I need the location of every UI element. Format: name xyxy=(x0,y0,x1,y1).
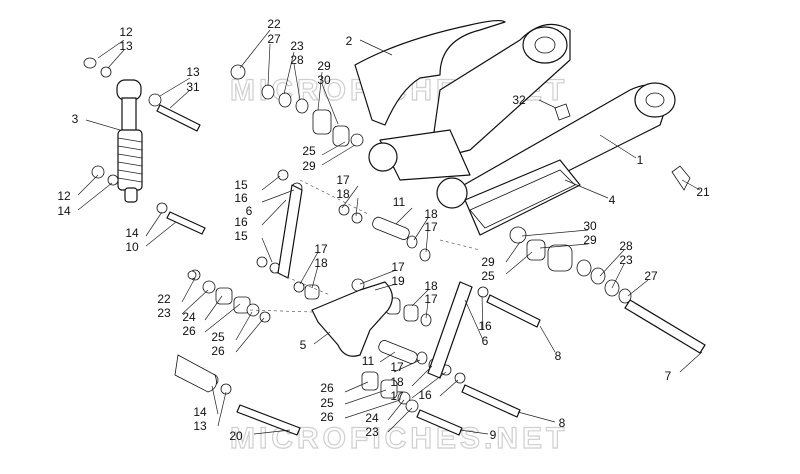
part-callout-13: 13 xyxy=(193,419,207,433)
rocker-pin-ghost xyxy=(174,354,217,393)
part-callout-16: 16 xyxy=(234,191,248,205)
part-callout-17: 17 xyxy=(390,360,404,374)
linkage-rods xyxy=(277,184,473,379)
part-callout-7: 7 xyxy=(665,369,672,383)
part-callout-18: 18 xyxy=(424,207,438,221)
part-callout-12: 12 xyxy=(57,189,71,203)
part-callout-14: 14 xyxy=(125,226,139,240)
part-callout-6: 6 xyxy=(482,334,489,348)
part-callout-25: 25 xyxy=(320,396,334,410)
part-callout-25: 25 xyxy=(211,330,225,344)
part-callout-26: 26 xyxy=(211,344,225,358)
part-callout-17: 17 xyxy=(391,260,405,274)
part-callout-10: 10 xyxy=(125,240,139,254)
part-callout-14: 14 xyxy=(57,204,71,218)
part-callout-29: 29 xyxy=(481,255,495,269)
part-callout-23: 23 xyxy=(619,253,633,267)
part-callout-23: 23 xyxy=(290,39,304,53)
part-callout-12: 12 xyxy=(119,25,133,39)
swing-arm xyxy=(368,23,676,236)
part-callout-8: 8 xyxy=(559,416,566,430)
chain-guard xyxy=(354,19,506,126)
part-callout-17: 17 xyxy=(424,220,438,234)
part-callout-23: 23 xyxy=(157,306,171,320)
part-callout-26: 26 xyxy=(320,410,334,424)
part-callout-2: 2 xyxy=(346,34,353,48)
part-callout-11: 11 xyxy=(362,354,375,368)
part-callout-17: 17 xyxy=(390,389,404,403)
part-callout-25: 25 xyxy=(481,269,495,283)
part-callout-13: 13 xyxy=(119,39,133,53)
part-callout-27: 27 xyxy=(644,269,658,283)
part-callout-4: 4 xyxy=(609,193,616,207)
part-callout-14: 14 xyxy=(193,405,207,419)
shock-absorber xyxy=(116,79,143,203)
part-callout-31: 31 xyxy=(186,80,200,94)
part-callout-9: 9 xyxy=(490,428,497,442)
part-callout-26: 26 xyxy=(182,324,196,338)
part-callout-20: 20 xyxy=(229,429,243,443)
part-callout-16: 16 xyxy=(418,388,432,402)
part-callout-18: 18 xyxy=(390,375,404,389)
assembly-lines xyxy=(249,179,481,313)
part-callout-11: 11 xyxy=(393,195,406,209)
part-callout-16: 16 xyxy=(478,319,492,333)
part-callout-19: 19 xyxy=(391,274,405,288)
part-callout-28: 28 xyxy=(619,239,633,253)
part-callout-17: 17 xyxy=(314,242,328,256)
part-callout-29: 29 xyxy=(583,233,597,247)
part-callout-29: 29 xyxy=(317,59,331,73)
part-callout-15: 15 xyxy=(234,229,248,243)
part-callout-1: 1 xyxy=(637,153,644,167)
part-callout-24: 24 xyxy=(365,411,379,425)
part-callout-26: 26 xyxy=(320,381,334,395)
part-callout-30: 30 xyxy=(317,73,331,87)
part-callout-18: 18 xyxy=(314,256,328,270)
part-callout-22: 22 xyxy=(157,292,171,306)
part-callout-28: 28 xyxy=(290,53,304,67)
bolts xyxy=(156,104,706,436)
part-callout-3: 3 xyxy=(72,112,79,126)
part-callout-30: 30 xyxy=(583,219,597,233)
part-callout-15: 15 xyxy=(234,178,248,192)
part-callout-24: 24 xyxy=(182,310,196,324)
part-callout-16: 16 xyxy=(234,215,248,229)
part-callout-25: 25 xyxy=(302,144,316,158)
part-callout-23: 23 xyxy=(365,425,379,439)
part-callout-18: 18 xyxy=(336,187,350,201)
part-callout-17: 17 xyxy=(424,292,438,306)
part-callout-6: 6 xyxy=(246,204,253,218)
part-callout-17: 17 xyxy=(336,173,350,187)
part-callout-18: 18 xyxy=(424,279,438,293)
part-callout-27: 27 xyxy=(267,32,281,46)
leader-lines xyxy=(77,29,703,435)
part-callout-21: 21 xyxy=(696,185,710,199)
washers-and-bushings xyxy=(83,57,691,413)
part-callout-13: 13 xyxy=(186,65,200,79)
part-callout-8: 8 xyxy=(555,349,562,363)
part-callout-5: 5 xyxy=(300,338,307,352)
part-callout-22: 22 xyxy=(267,17,281,31)
part-callout-32: 32 xyxy=(512,93,526,107)
part-callout-29: 29 xyxy=(302,159,316,173)
